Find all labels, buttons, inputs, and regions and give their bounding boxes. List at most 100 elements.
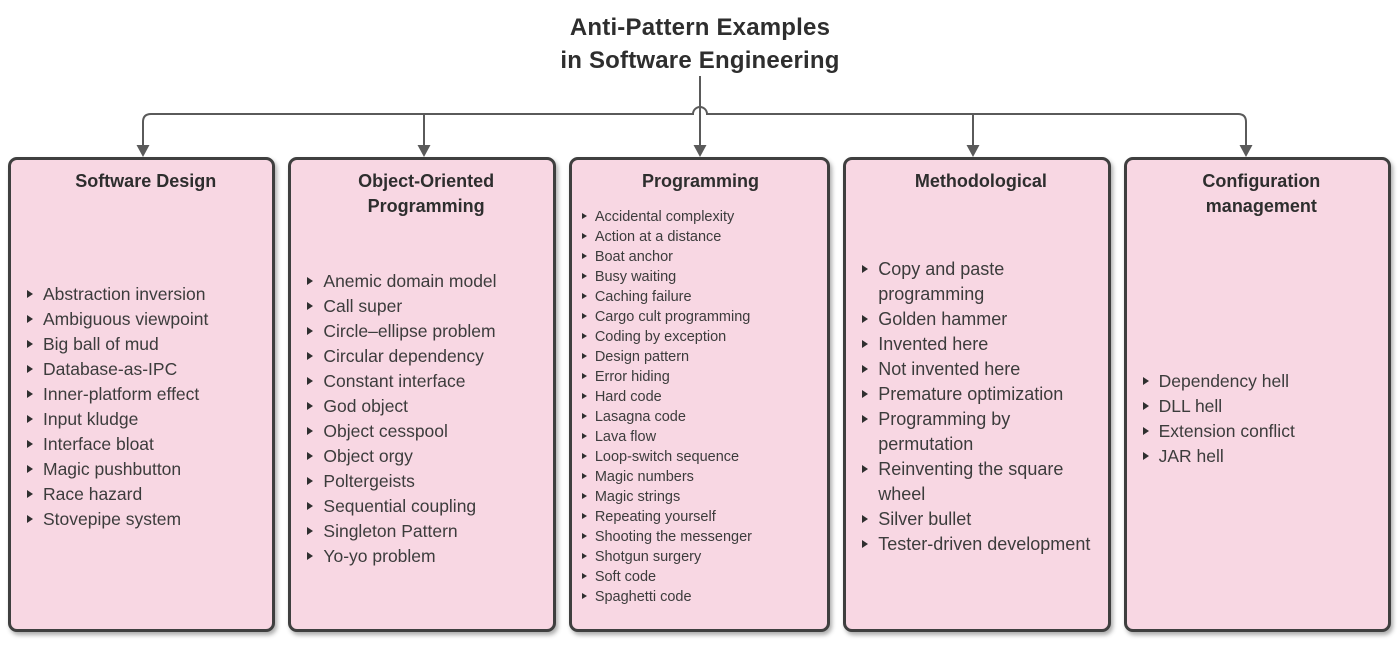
box-methodological: Methodological Copy and paste programmin…	[843, 157, 1111, 632]
list-item: Busy waiting	[581, 267, 819, 287]
bullet-triangle-icon	[862, 339, 869, 348]
bullet-triangle-icon	[581, 332, 587, 339]
list-item-text: Race hazard	[43, 483, 143, 504]
list-item-text: Inner-platform effect	[43, 383, 200, 404]
list-item: Coding by exception	[581, 327, 819, 347]
list-item-text: Error hiding	[594, 368, 670, 385]
list-item: Design pattern	[581, 347, 819, 367]
box-title: Programming	[642, 171, 760, 191]
list-item-text: Database-as-IPC	[43, 358, 178, 379]
bullet-triangle-icon	[862, 264, 869, 273]
arrowhead-icon	[966, 145, 980, 157]
bullet-triangle-icon	[1142, 402, 1149, 410]
bullet-triangle-icon	[581, 492, 587, 499]
list-item: Spaghetti code	[581, 587, 819, 607]
list-item: Premature optimization	[862, 382, 1099, 407]
list-item-text: Ambiguous viewpoint	[43, 308, 209, 329]
list-item-text: Big ball of mud	[43, 333, 159, 354]
list-item-text: Spaghetti code	[594, 588, 692, 605]
list-item-text: Magic numbers	[594, 468, 694, 485]
bullet-triangle-icon	[862, 464, 869, 473]
list-item-text: Lasagna code	[594, 408, 686, 425]
list-item-text: Caching failure	[594, 288, 692, 305]
box-title: Software Design	[75, 171, 217, 191]
list-item-text: Tester-driven development	[878, 533, 1091, 554]
bullet-triangle-icon	[307, 527, 314, 535]
list-item-text: DLL hell	[1158, 396, 1223, 416]
list-item: Boat anchor	[581, 247, 819, 267]
list-item: Programming by permutation	[862, 407, 1099, 457]
bullet-triangle-icon	[581, 392, 587, 399]
list-item: Accidental complexity	[581, 207, 819, 227]
list-item-text: Coding by exception	[594, 328, 727, 345]
list-item: Poltergeists	[307, 469, 544, 494]
list-item: God object	[307, 394, 544, 419]
list-item-text: Circular dependency	[323, 346, 484, 366]
list-item: Inner-platform effect	[27, 382, 264, 407]
bullet-triangle-icon	[581, 312, 587, 319]
list-item-text: God object	[323, 396, 409, 416]
list-item-text: Stovepipe system	[43, 508, 182, 529]
list-item: Race hazard	[27, 482, 264, 507]
list-item: Not invented here	[862, 357, 1099, 382]
list-item-text: Copy and paste programming	[878, 258, 1005, 304]
bullet-triangle-icon	[307, 477, 314, 485]
list-item: Repeating yourself	[581, 507, 819, 527]
bullet-triangle-icon	[581, 412, 587, 419]
list-item: Tester-driven development	[862, 532, 1099, 557]
list-item-text: Silver bullet	[878, 508, 972, 529]
bullet-triangle-icon	[27, 464, 33, 473]
list-item: Extension conflict	[1142, 419, 1380, 444]
list-item: Ambiguous viewpoint	[27, 307, 264, 332]
bullet-triangle-icon	[581, 272, 587, 279]
list-item-text: Not invented here	[878, 358, 1021, 379]
bullet-triangle-icon	[581, 432, 587, 439]
arrowhead-icon	[417, 145, 431, 157]
list-item: Loop-switch sequence	[581, 447, 819, 467]
list-item-text: Soft code	[594, 568, 657, 585]
list-item-text: Design pattern	[594, 348, 690, 365]
bullet-triangle-icon	[1142, 427, 1149, 435]
list-item: Call super	[307, 294, 544, 319]
list-item: Input kludge	[27, 407, 264, 432]
list-item: Object cesspool	[307, 419, 544, 444]
list-item: Database-as-IPC	[27, 357, 264, 382]
list-item-text: Programming by permutation	[878, 408, 1011, 454]
list-item-text: Sequential coupling	[323, 496, 477, 516]
bullet-triangle-icon	[862, 539, 869, 548]
bullet-triangle-icon	[581, 372, 587, 379]
arrowhead-icon	[1239, 145, 1253, 157]
list-item-text: Magic strings	[594, 488, 681, 505]
list-item: Yo-yo problem	[307, 544, 544, 569]
bullet-triangle-icon	[1142, 377, 1149, 385]
bullet-triangle-icon	[27, 414, 33, 423]
list-item: Reinventing the square wheel	[862, 457, 1099, 507]
box-title: Object-Oriented Programming	[358, 171, 495, 216]
list-item-text: Reinventing the square wheel	[878, 458, 1064, 504]
bullet-triangle-icon	[581, 212, 587, 219]
list-item-text: Magic pushbutton	[43, 458, 182, 479]
box-title: Methodological	[914, 171, 1047, 191]
list-item-text: Busy waiting	[594, 268, 677, 285]
bullet-triangle-icon	[1142, 452, 1149, 460]
bullet-triangle-icon	[27, 439, 33, 448]
list-item: Constant interface	[307, 369, 544, 394]
list-item: Silver bullet	[862, 507, 1099, 532]
list-item: Invented here	[862, 332, 1099, 357]
list-item-text: JAR hell	[1158, 446, 1224, 466]
box-configuration-management: Configuration management Dependency hell…	[1123, 157, 1392, 632]
bullet-triangle-icon	[27, 364, 33, 373]
list-item: Shooting the messenger	[581, 527, 819, 547]
arrowhead-icon	[136, 145, 150, 157]
bullet-triangle-icon	[581, 532, 587, 539]
list-item-text: Accidental complexity	[594, 208, 735, 225]
connector-lines	[136, 76, 1253, 157]
list-item-text: Constant interface	[323, 371, 466, 391]
list-item-text: Invented here	[878, 333, 989, 354]
